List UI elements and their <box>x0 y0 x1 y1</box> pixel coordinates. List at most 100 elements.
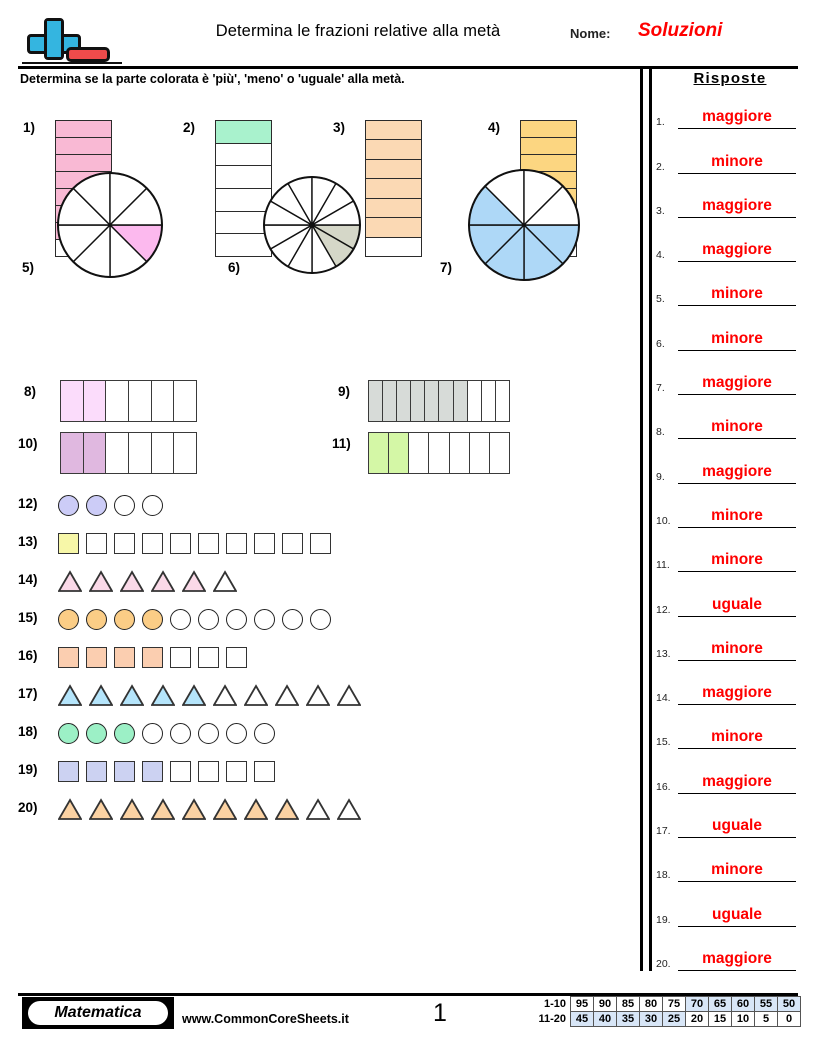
shaded-cell <box>216 121 271 144</box>
answer-number: 2. <box>656 160 665 173</box>
shaded-cell <box>366 121 421 141</box>
empty-cell <box>216 166 271 190</box>
empty-cell <box>174 381 196 421</box>
answer-underline <box>678 703 796 706</box>
problem-number: 12) <box>18 496 38 511</box>
shaded-cell <box>56 138 111 155</box>
answer-value: minore <box>711 728 763 746</box>
answer-number: 1. <box>656 116 665 129</box>
score-cell: 20 <box>685 1011 709 1027</box>
empty-circle-shape <box>226 608 247 630</box>
answer-underline <box>678 127 796 130</box>
empty-triangle-shape <box>306 798 330 820</box>
empty-cell <box>470 433 490 473</box>
shaded-cell <box>56 155 111 172</box>
answer-value: minore <box>711 418 763 436</box>
shaded-cell <box>366 198 421 219</box>
answer-row: 3.maggiore <box>656 176 806 220</box>
empty-cell <box>152 433 175 473</box>
pie-outline <box>468 169 580 281</box>
answer-column-divider-left <box>640 66 643 971</box>
answer-underline <box>678 659 796 661</box>
shaded-triangle-shape <box>151 684 175 706</box>
answer-underline <box>678 615 796 617</box>
empty-cell <box>216 144 271 167</box>
shaded-circle-shape <box>86 608 107 630</box>
shaded-cell <box>521 121 576 138</box>
answer-value: minore <box>711 861 763 879</box>
score-cell: 0 <box>777 1011 801 1027</box>
fraction-pie <box>57 172 163 278</box>
footer-divider <box>18 993 798 996</box>
shaded-circle-shape <box>86 722 107 744</box>
fraction-pie <box>263 176 361 274</box>
answer-row: 13.minore <box>656 619 806 663</box>
problem-number: 18) <box>18 724 38 739</box>
shaded-triangle-shape <box>89 570 113 592</box>
empty-cell <box>482 381 496 421</box>
shaded-triangle-shape <box>213 798 237 820</box>
empty-cell <box>106 433 130 473</box>
shaded-circle-shape <box>58 494 79 516</box>
shaded-square-shape <box>58 760 79 782</box>
empty-cell <box>429 433 450 473</box>
empty-cell <box>450 433 470 473</box>
answer-value: uguale <box>712 817 762 835</box>
problems-area: 1)2)3)4)5)6)7)8)9)10)11)12)13)14)15)16)1… <box>0 92 640 952</box>
answer-underline <box>678 304 796 307</box>
shaded-triangle-shape <box>151 798 175 820</box>
empty-triangle-shape <box>337 798 361 820</box>
empty-square-shape <box>254 760 275 782</box>
shaded-triangle-shape <box>58 684 82 706</box>
empty-cell <box>490 433 509 473</box>
answer-underline <box>678 437 796 440</box>
shaded-cell <box>389 433 410 473</box>
empty-circle-shape <box>114 494 135 516</box>
problem-number: 6) <box>228 260 241 275</box>
shaded-triangle-shape <box>120 798 144 820</box>
problem-number: 1) <box>23 120 36 135</box>
fraction-bar-horizontal <box>368 432 510 474</box>
answer-underline <box>678 526 796 528</box>
empty-cell <box>409 433 430 473</box>
shape-row <box>58 492 170 518</box>
answer-number: 11. <box>656 559 670 572</box>
empty-circle-shape <box>142 494 163 516</box>
shaded-triangle-shape <box>89 684 113 706</box>
shaded-cell <box>61 433 84 473</box>
shape-row <box>58 568 244 594</box>
instructions-text: Determina se la parte colorata è 'più', … <box>20 72 405 86</box>
empty-square-shape <box>254 532 275 554</box>
shaded-cell <box>83 433 107 473</box>
answer-value: maggiore <box>702 462 772 480</box>
score-cell: 75 <box>662 996 686 1012</box>
score-cell: 25 <box>662 1011 686 1027</box>
answer-number: 12. <box>656 603 671 616</box>
answer-underline <box>678 925 796 927</box>
answer-number: 8. <box>656 426 665 439</box>
empty-square-shape <box>226 760 247 782</box>
answer-value: minore <box>711 285 763 303</box>
empty-square-shape <box>198 646 219 668</box>
empty-circle-shape <box>198 608 219 630</box>
shaded-cell <box>411 381 426 421</box>
score-cell: 10 <box>731 1011 755 1027</box>
answer-number: 6. <box>656 337 665 350</box>
problem-number: 20) <box>18 800 38 815</box>
score-cell: 35 <box>616 1011 640 1027</box>
website-url: www.CommonCoreSheets.it <box>182 1012 349 1026</box>
answer-underline <box>678 482 796 484</box>
score-cell: 50 <box>777 996 801 1012</box>
empty-square-shape <box>142 532 163 554</box>
shaded-square-shape <box>86 646 107 668</box>
score-cell: 70 <box>685 996 709 1012</box>
answer-underline <box>678 969 796 971</box>
shaded-cell <box>366 179 421 199</box>
empty-circle-shape <box>254 608 275 630</box>
answer-value: minore <box>711 152 763 170</box>
shaded-cell <box>453 381 468 421</box>
answer-row: 2. minore <box>656 131 806 175</box>
answer-value: maggiore <box>702 949 772 967</box>
shape-row <box>58 796 368 822</box>
answer-number: 15. <box>656 736 671 749</box>
